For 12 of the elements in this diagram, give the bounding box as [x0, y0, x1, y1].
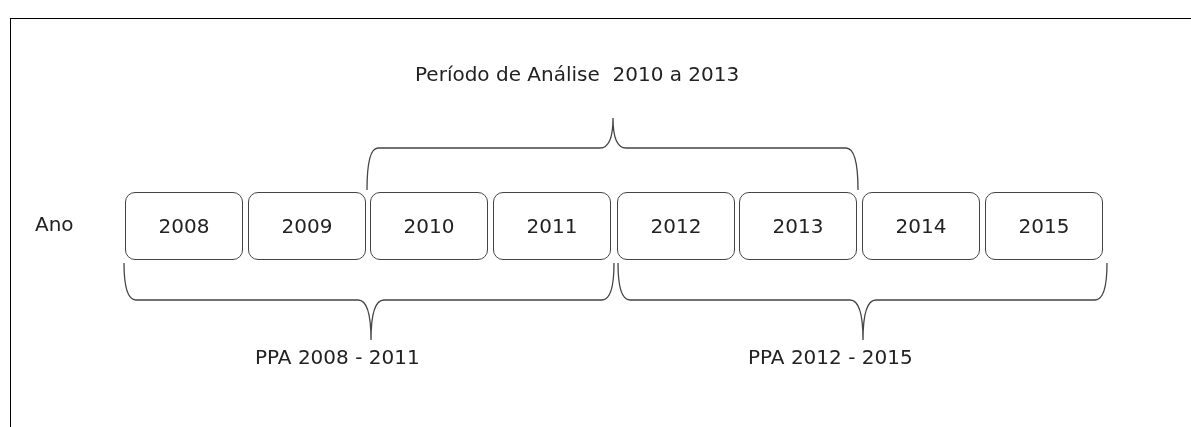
bracket-label: PPA 2012 - 2015 [748, 345, 913, 369]
year-box: 2015 [985, 192, 1103, 260]
year-box: 2009 [248, 192, 366, 260]
year-box: 2012 [617, 192, 735, 260]
year-box: 2014 [862, 192, 980, 260]
bracket-label: Período de Análise 2010 a 2013 [415, 62, 740, 86]
year-box: 2013 [739, 192, 857, 260]
row-label: Ano [35, 212, 74, 236]
year-box: 2011 [493, 192, 611, 260]
year-box: 2008 [125, 192, 243, 260]
year-box: 2010 [370, 192, 488, 260]
bracket-label: PPA 2008 - 2011 [255, 345, 420, 369]
